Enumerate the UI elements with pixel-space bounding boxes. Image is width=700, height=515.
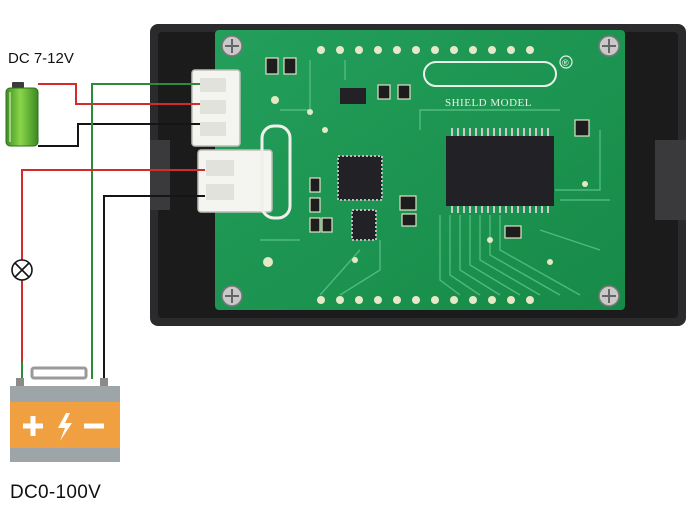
power-connector — [191, 69, 241, 147]
load-feed-wire — [21, 169, 205, 362]
screw-icon — [221, 35, 620, 307]
supply-positive-wire — [38, 83, 200, 105]
car-battery-icon — [10, 366, 120, 462]
pcb-board: SHIELD MODEL ® — [191, 30, 625, 310]
microcontroller-chip — [337, 155, 383, 201]
measure-connector — [197, 124, 292, 220]
measure-positive-wire — [91, 83, 200, 379]
green-battery-cell-icon — [5, 82, 39, 147]
supply-negative-wire — [38, 123, 200, 147]
main-ic-chip — [446, 128, 554, 213]
lamp-load-icon — [11, 259, 33, 281]
measured-battery-label: DC0-100V — [10, 482, 102, 503]
power-supply-label: DC 7-12V — [8, 50, 74, 67]
registered-mark: ® — [562, 58, 569, 68]
measure-negative-wire — [103, 195, 205, 379]
board-model-text: SHIELD MODEL — [445, 97, 532, 109]
